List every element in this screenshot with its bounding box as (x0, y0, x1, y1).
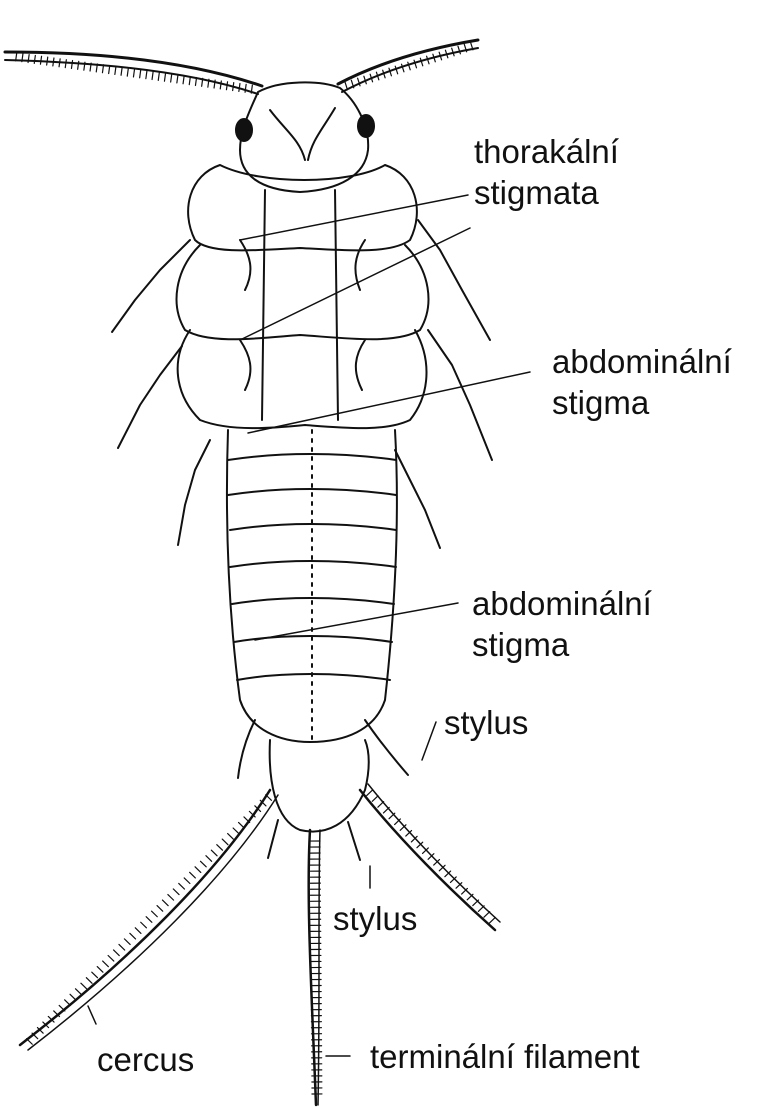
leader-abdominal-b (255, 603, 458, 640)
legs (112, 220, 492, 548)
label-stylus-bottom: stylus (333, 898, 417, 939)
tail (268, 740, 369, 860)
thorax (177, 165, 429, 428)
label-abdominal-b-line2: stigma (472, 624, 652, 665)
left-eye (236, 119, 252, 141)
leader-thoracic-2 (240, 228, 470, 340)
leader-thoracic-1 (240, 195, 468, 240)
label-terminal-filament: terminální filament (370, 1036, 640, 1077)
leader-abdominal-a (248, 372, 530, 433)
label-thoracic-line2: stigmata (474, 172, 619, 213)
label-thoracic-line1: thorakální (474, 131, 619, 172)
leader-cercus (88, 1006, 96, 1024)
right-antenna-segments (345, 42, 473, 90)
label-abdominal-a-line2: stigma (552, 382, 732, 423)
label-cercus: cercus (97, 1039, 194, 1080)
label-stylus-right: stylus (444, 702, 528, 743)
left-cercus-segments (27, 795, 272, 1045)
leader-stylus-right (422, 722, 436, 760)
label-abdominal-a-line1: abdominální (552, 341, 732, 382)
terminal-filament-segments (310, 841, 322, 1094)
label-abdominal-stigma-lower: abdominální stigma (472, 583, 652, 665)
label-abdominal-stigma-upper: abdominální stigma (552, 341, 732, 423)
right-eye (358, 115, 374, 137)
label-thoracic-stigmata: thorakální stigmata (474, 131, 619, 213)
abdomen (227, 430, 408, 778)
label-abdominal-b-line1: abdominální (472, 583, 652, 624)
